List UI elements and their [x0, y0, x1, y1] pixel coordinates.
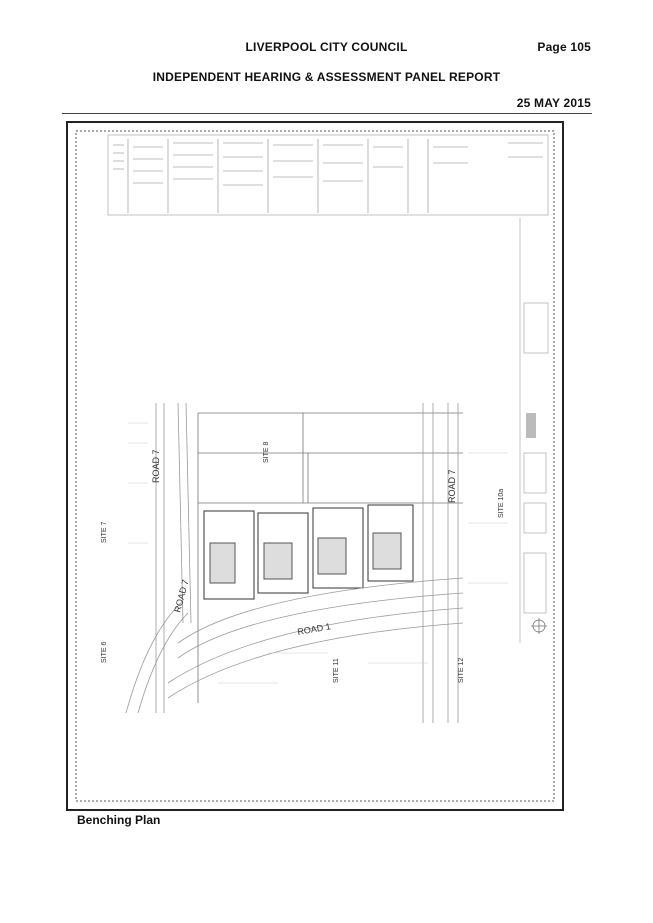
- legend-block: [107, 134, 549, 216]
- report-title: INDEPENDENT HEARING & ASSESSMENT PANEL R…: [152, 70, 501, 84]
- site-label: SITE 12: [458, 658, 465, 683]
- figure-caption: Benching Plan: [77, 813, 161, 827]
- site-label: SITE 6: [101, 641, 108, 663]
- site-label: SITE 7: [101, 521, 108, 543]
- landscape-hatching: [128, 422, 508, 684]
- report-date: 25 MAY 2015: [516, 96, 591, 110]
- road-label: ROAD 7: [447, 469, 457, 503]
- header-divider: [62, 113, 592, 114]
- council-name: LIVERPOOL CITY COUNCIL: [245, 40, 408, 54]
- road-label: ROAD 1: [297, 621, 332, 637]
- site-label: SITE 11: [333, 658, 340, 683]
- roads: [125, 402, 464, 723]
- title-block: [519, 218, 549, 643]
- site-label: SITE 10a: [498, 489, 505, 518]
- plan-svg: ROAD 7 ROAD 7 ROAD 7 ROAD 1 SITE 6 SITE …: [75, 130, 555, 802]
- benching-plan-drawing: ROAD 7 ROAD 7 ROAD 7 ROAD 1 SITE 6 SITE …: [66, 121, 564, 811]
- site-label: SITE 8: [263, 441, 270, 463]
- page-number: Page 105: [537, 40, 591, 54]
- drawing-border: [75, 130, 555, 802]
- road-label: ROAD 7: [151, 449, 161, 483]
- lot-boundaries: [197, 412, 463, 703]
- building-footprints: [203, 504, 414, 600]
- road-label: ROAD 7: [172, 579, 190, 614]
